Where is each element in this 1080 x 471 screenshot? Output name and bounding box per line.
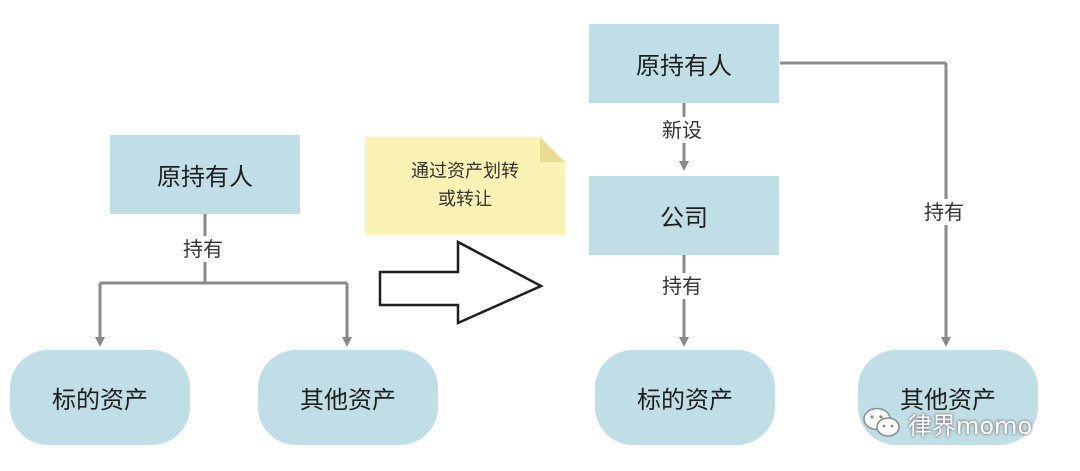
right-target-asset-label: 标的资产 <box>637 386 733 414</box>
watermark: 律界momo <box>862 405 1032 441</box>
transfer-note-line2: 或转让 <box>438 189 492 210</box>
right-owner-label: 原持有人 <box>636 52 732 80</box>
watermark-text: 律界momo <box>908 411 1033 440</box>
company-label: 公司 <box>660 204 708 232</box>
left-connectors <box>95 214 352 347</box>
left-holds-label: 持有 <box>181 236 225 262</box>
left-other-asset-node: 其他资产 <box>258 350 438 445</box>
left-other-asset-label: 其他资产 <box>300 386 396 414</box>
right-other-asset-label: 其他资产 <box>900 386 996 414</box>
transition-arrow-shape <box>378 239 544 325</box>
wechat-icon <box>863 407 900 437</box>
right-owner-node: 原持有人 <box>589 24 779 103</box>
owner-holds-label: 持有 <box>922 199 966 225</box>
transfer-note-line1: 通过资产划转 <box>411 161 519 182</box>
right-target-asset-node: 标的资产 <box>595 350 775 445</box>
new-establish-label: 新设 <box>660 117 704 143</box>
left-target-asset-node: 标的资产 <box>10 350 190 445</box>
company-holds-label: 持有 <box>660 273 704 299</box>
left-owner-node: 原持有人 <box>110 135 300 214</box>
left-owner-label: 原持有人 <box>157 163 253 191</box>
transfer-note: 通过资产划转 或转让 <box>365 158 565 214</box>
company-node: 公司 <box>589 176 779 255</box>
note-shape <box>365 137 565 235</box>
left-target-asset-label: 标的资产 <box>52 386 148 414</box>
